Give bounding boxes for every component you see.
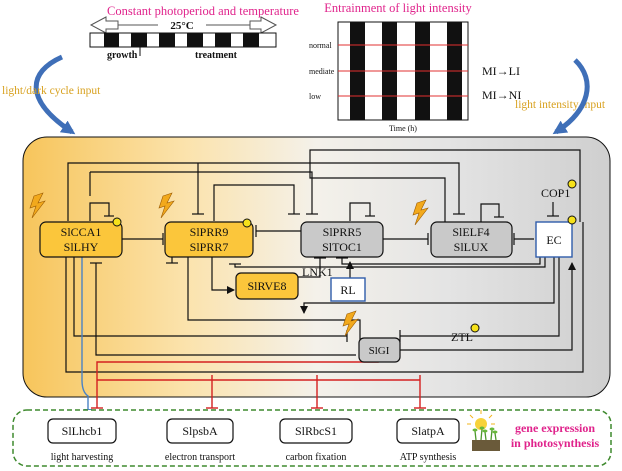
node-gi: SlGI <box>358 337 401 363</box>
node-rl: RL <box>330 277 366 302</box>
transition-mi-ni: MI→NI <box>482 88 521 102</box>
level-normal: normal <box>309 41 332 50</box>
node-prr5-toc1: SlPRR5 SlTOC1 <box>300 221 384 258</box>
node-toc1-label: SlTOC1 <box>322 240 362 254</box>
lightning-icon-prr9 <box>158 192 175 219</box>
process-carbon-fixation: carbon fixation <box>286 452 347 463</box>
gene-lhcb1-label: SlLhcb1 <box>62 424 103 438</box>
node-ec-label: EC <box>546 233 561 247</box>
level-mediate: mediate <box>309 67 335 76</box>
node-rl-label: RL <box>340 283 355 297</box>
node-ec: EC <box>535 221 573 258</box>
photoperiod-title: Constant photoperiod and temperature <box>107 4 299 18</box>
gene-rbcs1-label: SlRbcS1 <box>295 424 337 438</box>
cca1-to-lhcb1-arrow <box>81 257 92 417</box>
time-axis-label: Time (h) <box>389 124 417 133</box>
lightning-icon-gi <box>342 310 359 337</box>
node-elf4-lux: SlELF4 SlLUX <box>430 221 513 258</box>
node-cca1-lhy: SlCCA1 SlLHY <box>39 221 123 258</box>
gene-box-lhcb1: SlLhcb1 <box>47 418 117 444</box>
node-cca1-label: SlCCA1 <box>61 225 102 239</box>
ec-dot <box>567 215 577 225</box>
lightning-icon-cca1 <box>29 192 46 219</box>
node-lhy-label: SlLHY <box>64 240 99 254</box>
process-light-harvesting: light harvesting <box>51 452 114 463</box>
treatment-label: treatment <box>195 50 238 61</box>
node-cop1-label: COP1 <box>541 186 570 200</box>
gene-box-rbcs1: SlRbcS1 <box>279 418 353 444</box>
node-prr5-label: SlPRR5 <box>323 225 362 239</box>
light-intensity-chart <box>337 21 469 121</box>
entrainment-title: Entrainment of light intensity <box>324 1 472 15</box>
gene-psba-label: SlpsbA <box>182 424 218 438</box>
ztl-dot <box>470 323 480 333</box>
photoperiod-bar <box>89 32 277 56</box>
cop1-dot <box>567 179 577 189</box>
node-elf4-label: SlELF4 <box>452 225 489 239</box>
light-intensity-input-label: light intensity input <box>515 99 606 111</box>
temperature-indicator: 25°C <box>89 16 278 34</box>
node-gi-label: SlGI <box>369 345 390 357</box>
network-edges <box>65 149 584 373</box>
process-atp-synthesis: ATP synthesis <box>400 452 457 463</box>
output-title-line2: in photosynthesis <box>511 436 600 450</box>
light-dark-input-label: light/dark cycle input <box>2 85 101 97</box>
node-prr7-label: SlPRR7 <box>190 240 229 254</box>
process-electron-transport: electron transport <box>165 452 235 463</box>
gene-atpa-label: SlatpA <box>411 424 445 438</box>
cca1-dot <box>112 217 122 227</box>
transition-mi-li: MI→LI <box>482 64 520 78</box>
level-low: low <box>309 92 321 101</box>
temperature-label: 25°C <box>170 20 193 32</box>
node-lux-label: SlLUX <box>454 240 489 254</box>
node-ztl-label: ZTL <box>451 330 473 344</box>
output-title-line1: gene expression <box>515 421 595 435</box>
node-prr9-label: SlPRR9 <box>190 225 229 239</box>
photoreceptor-dots <box>112 179 577 333</box>
prr9-dot <box>242 218 252 228</box>
gene-box-psba: SlpsbA <box>166 418 234 444</box>
light-dark-input-arrow <box>33 54 76 135</box>
node-rve8: SlRVE8 <box>235 272 299 300</box>
node-rve8-label: SlRVE8 <box>247 279 286 293</box>
light-intensity-input-arrow <box>552 58 590 135</box>
growth-label: growth <box>107 50 138 61</box>
lightning-icons <box>29 192 429 337</box>
node-lnk1-label: LNK1 <box>302 265 333 279</box>
node-prr9-prr7: SlPRR9 SlPRR7 <box>164 221 254 258</box>
gene-box-atpa: SlatpA <box>396 418 460 444</box>
lightning-icon-elf4 <box>412 199 429 226</box>
seedlings-icon <box>467 410 500 451</box>
